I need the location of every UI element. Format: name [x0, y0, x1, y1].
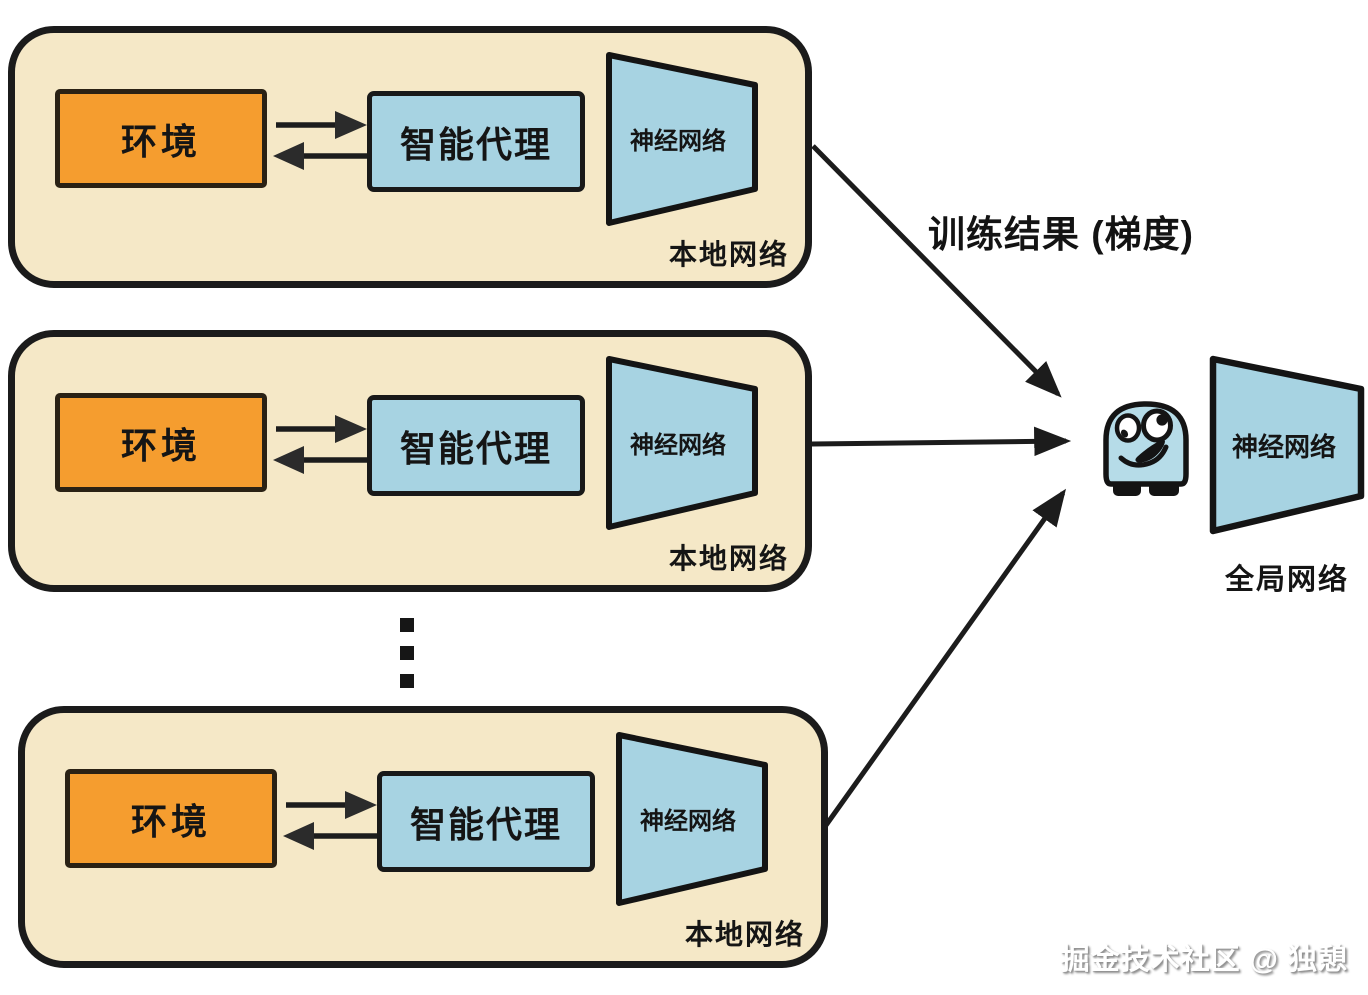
environment-box: 环境 — [55, 89, 267, 188]
agent-box: 智能代理 — [367, 395, 585, 496]
ellipsis-dot — [400, 646, 414, 660]
mascot-icon — [1103, 401, 1189, 496]
watermark: 掘金技术社区 @ 独憩 — [1060, 944, 1348, 976]
global-network-caption: 全局网络 — [1224, 564, 1349, 596]
more-workers-ellipsis — [400, 618, 414, 702]
agent-label: 智能代理 — [409, 803, 562, 845]
ellipsis-dot — [400, 618, 414, 632]
exchange-arrows-icon — [273, 111, 368, 170]
environment-box: 环境 — [65, 769, 277, 868]
trapezoid-shape — [616, 732, 768, 906]
environment-box: 环境 — [55, 393, 267, 492]
exchange-arrows-icon — [283, 791, 378, 850]
neural-network-label: 神经网络 — [630, 127, 726, 155]
local-neural-network-trapezoid: 神经网络 — [603, 351, 761, 533]
neural-network-label: 神经网络 — [640, 807, 736, 835]
local-network-caption: 本地网络 — [684, 919, 805, 950]
local-network-panel-3: 环境 智能代理 神经网络 本地网络 — [18, 706, 828, 968]
trapezoid-shape — [606, 52, 758, 226]
agent-box: 智能代理 — [367, 91, 585, 192]
arrow-worker2-to-global — [811, 426, 1072, 457]
local-neural-network-trapezoid: 神经网络 — [603, 47, 761, 229]
local-neural-network-trapezoid: 神经网络 — [613, 727, 771, 909]
neural-network-label: 神经网络 — [1231, 431, 1336, 462]
environment-label: 环境 — [130, 800, 211, 842]
neural-network-label: 神经网络 — [630, 431, 726, 459]
gradient-annotation: 训练结果 (梯度) — [928, 214, 1194, 255]
local-network-caption: 本地网络 — [668, 239, 789, 270]
exchange-arrows-icon — [273, 415, 368, 474]
arrow-worker3-to-global — [821, 488, 1067, 830]
local-network-panel-2: 环境 智能代理 神经网络 本地网络 — [8, 330, 812, 592]
global-neural-network-trapezoid: 神经网络 — [1206, 352, 1368, 538]
environment-label: 环境 — [120, 120, 201, 162]
local-network-caption: 本地网络 — [668, 543, 789, 574]
agent-label: 智能代理 — [399, 427, 552, 469]
local-network-panel-1: 环境 智能代理 神经网络 本地网络 — [8, 26, 812, 288]
trapezoid-shape — [606, 356, 758, 530]
arrow-worker1-to-global — [811, 144, 1062, 398]
agent-label: 智能代理 — [399, 123, 552, 165]
environment-label: 环境 — [120, 424, 201, 466]
agent-box: 智能代理 — [377, 771, 595, 872]
trapezoid-shape — [1209, 355, 1365, 535]
ellipsis-dot — [400, 674, 414, 688]
